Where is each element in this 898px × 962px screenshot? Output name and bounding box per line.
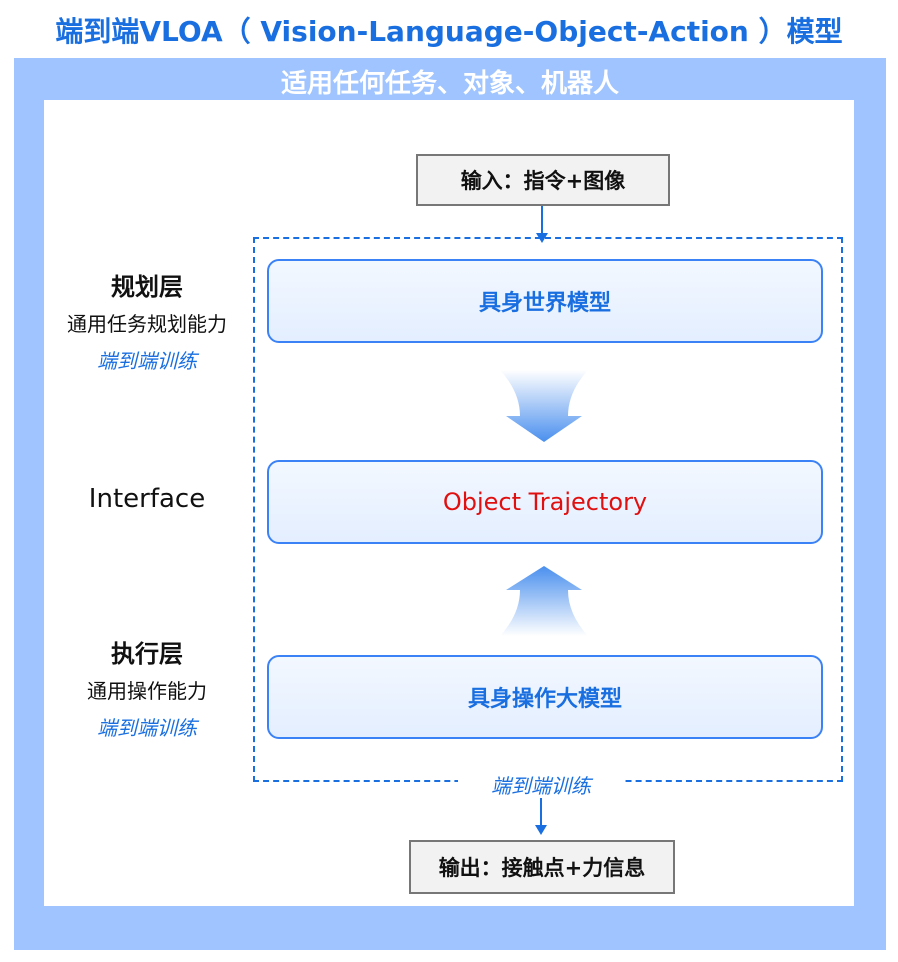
frame-subtitle: 适用任何任务、对象、机器人: [280, 69, 619, 99]
up-flow-arrow-icon: [500, 566, 588, 636]
execution-layer-training: 端到端训练: [97, 716, 197, 740]
execution-layer-desc: 通用操作能力: [87, 679, 207, 703]
bottom-training-label: 端到端训练: [458, 770, 624, 799]
planning-layer-training: 端到端训练: [97, 349, 197, 373]
interface-label: Interface: [88, 484, 206, 514]
manipulation-model-box: 具身操作大模型: [267, 655, 823, 739]
planning-layer-title: 规划层: [111, 273, 183, 301]
input-box: 输入：指令+图像: [416, 154, 670, 206]
world-model-box: 具身世界模型: [267, 259, 823, 343]
down-flow-arrow-icon: [500, 370, 588, 442]
diagram-title: 端到端VLOA（ Vision-Language-Object-Action ）…: [55, 15, 843, 48]
output-box: 输出：接触点+力信息: [409, 840, 675, 894]
object-trajectory-box: Object Trajectory: [267, 460, 823, 544]
planning-layer-desc: 通用任务规划能力: [67, 312, 227, 336]
output-arrow-icon: [535, 798, 547, 835]
execution-layer-title: 执行层: [111, 640, 183, 668]
